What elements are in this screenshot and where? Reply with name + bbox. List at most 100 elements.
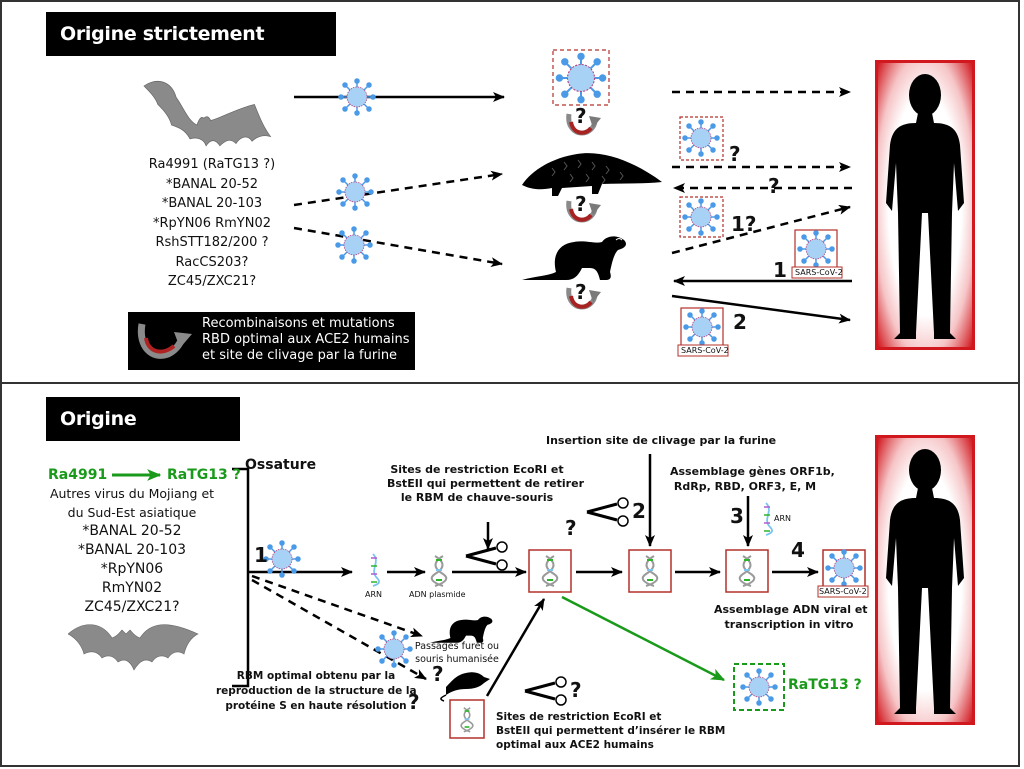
mouse-icon <box>440 672 490 702</box>
text-line: RBM optimal obtenu par la <box>236 670 396 682</box>
text-line: transcription in vitro <box>724 618 854 631</box>
dna-icon <box>430 555 448 587</box>
text-line: Sites de restriction EcoRI et <box>390 463 564 476</box>
legend-line: Recombinaisons et mutations <box>202 316 395 331</box>
ra4991-label: Ra4991 <box>48 467 108 483</box>
other-virus-list: Autres virus du Mojiang et du Sud-Est as… <box>32 484 232 617</box>
arrow-ferret-to-human-dashed <box>671 204 851 255</box>
virus-icon <box>682 119 720 157</box>
passages-text: Passages furet ou souris humanisée <box>407 640 507 666</box>
bat-icon <box>68 624 199 671</box>
strain: *BANAL 20-52 <box>82 523 182 539</box>
virus-icon <box>263 540 301 578</box>
recombination-icon <box>137 323 192 359</box>
rna-icon <box>370 553 380 587</box>
question-mark: ? <box>565 516 577 540</box>
scissors-icon <box>585 496 630 528</box>
diagram-top-graphics <box>143 49 852 357</box>
sars-label: SARS-CoV-2 <box>819 587 867 596</box>
text-line: Assemblage gènes ORF1b, <box>670 465 835 478</box>
text-line: BstEII qui permettent de retirer <box>387 477 584 490</box>
rna-icon <box>763 502 773 536</box>
arrow-to-mouse <box>251 578 427 681</box>
question-mark: ? <box>575 192 587 216</box>
arrow-ferret-to-human <box>671 294 851 324</box>
text-line: reproduction de la structure de la <box>216 685 417 697</box>
strain: *RpYN06 RmYN02 <box>152 215 272 231</box>
text-line: BstEII qui permettent d’insérer le RBM <box>496 725 726 737</box>
virus-icon <box>825 549 863 587</box>
text-line: protéine S en haute résolution <box>225 700 407 712</box>
text-line: optimal aux ACE2 humains <box>496 739 654 751</box>
strain: RshSTT182/200 ? <box>155 235 269 250</box>
path-number: 2 <box>733 310 747 334</box>
step-number: 2 <box>632 499 646 523</box>
step-number: 3 <box>730 504 744 528</box>
arn-label: ARN <box>365 590 383 599</box>
arrow-bat-ferret <box>293 226 503 268</box>
ratg13-label: RaTG13 ? <box>167 467 241 483</box>
question-mark: ? <box>575 280 587 304</box>
human-icon <box>886 74 964 339</box>
artificial-origin-panel: Origine artificielle <box>0 382 1020 767</box>
human-icon <box>886 449 964 714</box>
strain: *BANAL 20-103 <box>161 196 263 211</box>
virus-icon <box>335 226 373 264</box>
virus-icon <box>336 173 374 211</box>
arrow-rbm-insert <box>485 598 546 697</box>
step-number: 1 <box>254 543 268 567</box>
virus-label: SARS-CoV-2 <box>795 268 843 277</box>
strain: *BANAL 20-52 <box>165 176 259 192</box>
path-number: 1 <box>773 258 787 282</box>
virus-icon <box>555 52 607 104</box>
legend-line: RBD optimal aux ACE2 humains <box>202 332 410 347</box>
text-line: Sites de restriction EcoRI et <box>496 711 662 723</box>
strain: ZC45/ZXC21? <box>84 599 180 615</box>
ratg13-result-label: RaTG13 ? <box>788 677 862 693</box>
adn-plasmide-label: ADN plasmide <box>409 590 466 599</box>
human-silhouette <box>875 435 975 725</box>
text-line: le RBM de chauve-souris <box>400 491 554 504</box>
legend-line: et site de clivage par la furine <box>202 348 398 363</box>
scissors-icon <box>523 675 568 707</box>
legend-box: Recombinaisons et mutations RBD optimal … <box>128 312 415 370</box>
diagram-bottom-graphics <box>112 454 869 739</box>
pangolin-icon <box>522 153 662 196</box>
question-mark: 1? <box>731 212 757 236</box>
question-mark: ? <box>729 142 741 166</box>
restriction-insert-text: Sites de restriction EcoRI et BstEII qui… <box>496 710 725 752</box>
ossature-label: Ossature <box>245 457 317 473</box>
text-line: RdRp, RBD, ORF3, E, M <box>673 480 817 493</box>
ferret-icon <box>522 236 626 280</box>
panel-title: Origine strictement naturelle <box>46 12 336 89</box>
strain: *RpYN06 <box>100 561 164 577</box>
arrow-to-ratg13 <box>561 595 726 682</box>
furin-insert-text: Insertion site de clivage par la furine <box>546 434 777 447</box>
restriction-remove-text: Sites de restriction EcoRI et BstEII qui… <box>387 463 584 505</box>
rbm-optimal-text: RBM optimal obtenu par la reproduction d… <box>216 669 417 714</box>
assembly-dna-text: Assemblage ADN viral et transcription in… <box>714 602 868 632</box>
bat-strain-list: Ra4991 (RaTG13 ?) *BANAL 20-52 *BANAL 20… <box>142 155 282 292</box>
virus-icon <box>682 198 720 236</box>
question-mark: ? <box>432 662 444 686</box>
text-line: Assemblage ADN viral et <box>714 603 868 616</box>
strain: ZC45/ZXC21? <box>167 274 257 289</box>
virus-icon <box>338 78 376 116</box>
assembly-genes-text: Assemblage gènes ORF1b, RdRp, RBD, ORF3,… <box>670 464 835 494</box>
question-mark: ? <box>408 690 420 714</box>
panel-title: Origine artificielle <box>46 397 240 474</box>
scissors-icon <box>464 540 509 572</box>
question-mark: ? <box>570 678 582 702</box>
arn-small-label: ARN <box>774 514 792 523</box>
strain: RacCS203? <box>175 254 249 270</box>
strain: RmYN02 <box>101 580 163 596</box>
arrow-to-ferret <box>251 574 423 638</box>
strain: Ra4991 (RaTG13 ?) <box>148 157 276 172</box>
text-line: souris humanisée <box>415 654 499 665</box>
strain: *BANAL 20-103 <box>77 542 187 558</box>
strain: Autres virus du Mojiang et <box>49 486 215 501</box>
virus-icon <box>740 668 778 706</box>
bat-icon <box>143 80 271 147</box>
virus-label: SARS-CoV-2 <box>681 346 729 355</box>
ossature-bracket <box>232 467 250 688</box>
